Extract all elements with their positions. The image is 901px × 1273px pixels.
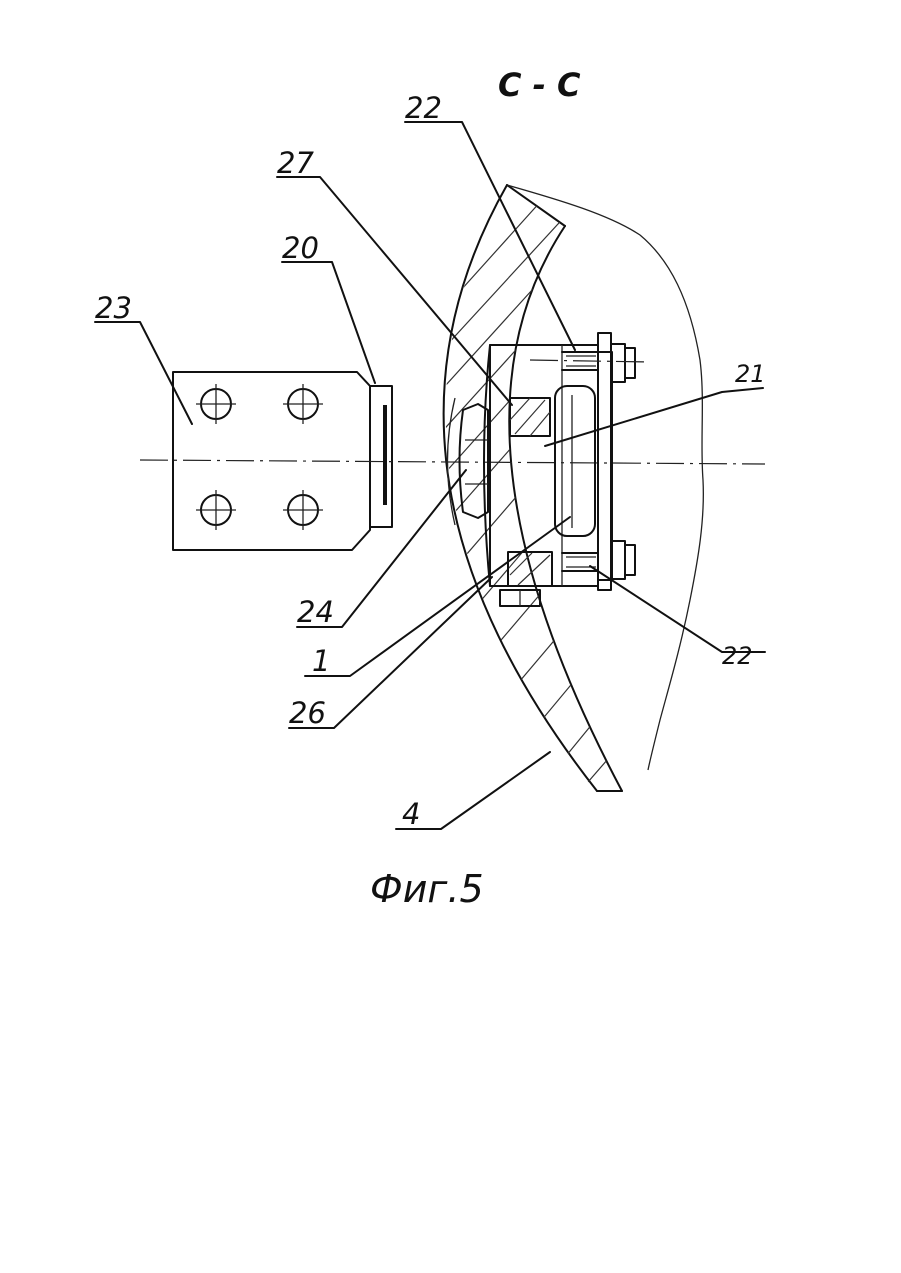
callout-22-bottom: 22 <box>722 642 753 670</box>
callout-23: 23 <box>95 291 132 325</box>
bolt-hole <box>196 490 236 530</box>
callout-24: 24 <box>297 595 334 629</box>
center-line <box>140 460 765 464</box>
pad-20 <box>370 386 392 527</box>
callout-26: 26 <box>289 696 326 730</box>
bolt-hole <box>196 384 236 424</box>
callout-4: 4 <box>402 797 420 831</box>
callout-20: 20 <box>282 231 319 265</box>
callout-1: 1 <box>312 644 330 678</box>
section-title: C - C <box>498 66 581 104</box>
bolt-hole <box>283 490 323 530</box>
shell-wall <box>378 180 720 820</box>
bolt-hole <box>283 384 323 424</box>
figure-caption: Фиг.5 <box>370 867 484 911</box>
callout-27: 27 <box>277 146 314 180</box>
callout-21: 21 <box>735 360 766 388</box>
leader-lines <box>95 122 765 829</box>
callout-22-top: 22 <box>405 91 442 125</box>
